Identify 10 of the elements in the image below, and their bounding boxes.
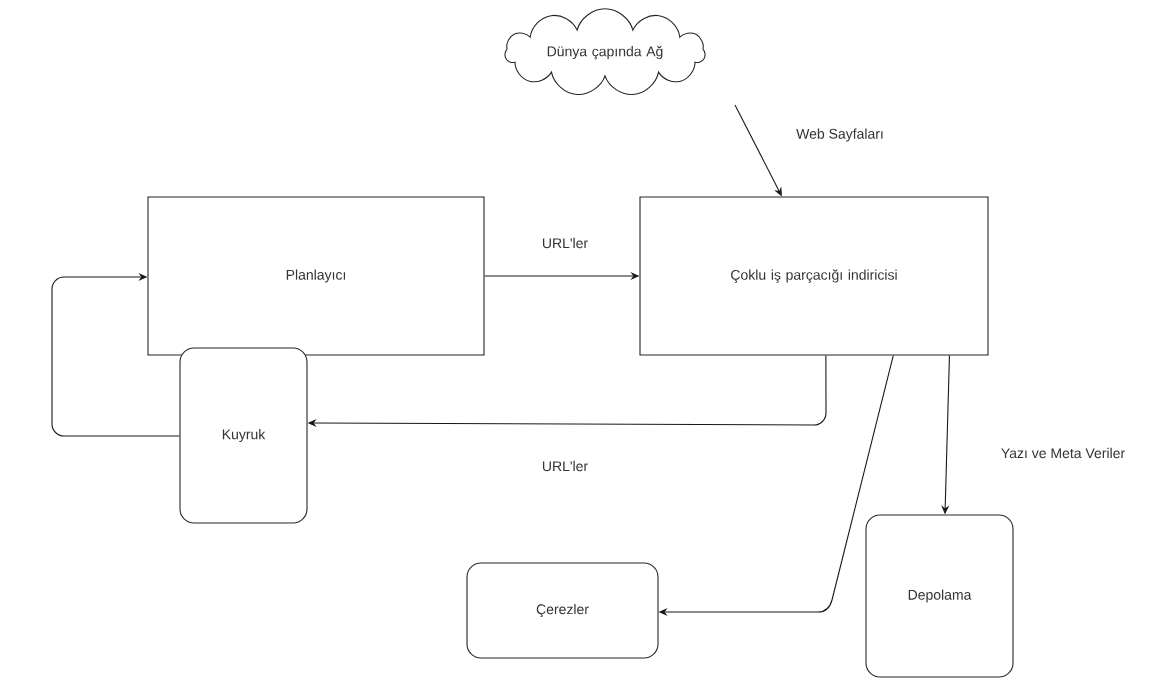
edge-label: URL'ler <box>539 458 591 474</box>
arrow <box>51 272 180 437</box>
rounded-box: Kuyruk <box>179 347 308 524</box>
rounded-box: Çerezler <box>466 562 659 659</box>
edge-label: Web Sayfaları <box>794 126 886 144</box>
edge-label: URL'ler <box>539 235 591 251</box>
edge-label: Yazı ve Meta Veriler <box>998 445 1128 461</box>
rounded-box: Depolama <box>865 514 1014 678</box>
process-box: Çoklu iş parçacığı indiricisi <box>639 196 989 356</box>
process-box: Planlayıcı <box>147 196 485 356</box>
